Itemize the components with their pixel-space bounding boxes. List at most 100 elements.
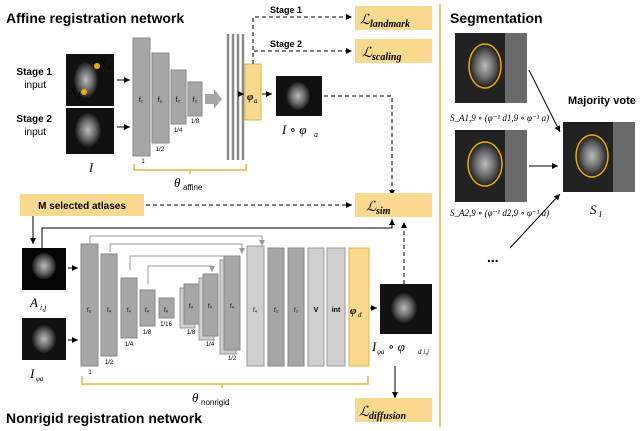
phi-a-sub: a — [254, 97, 258, 105]
nr-enc-layer-2 — [100, 253, 118, 357]
nonrigid-title: Nonrigid registration network — [6, 410, 202, 426]
nonrigid-input-label: I — [29, 366, 35, 381]
nr-enc-label-4: f₄ — [145, 308, 150, 314]
loss-diffusion-symbol: ℒ — [359, 405, 370, 420]
nr-enc-layer-4 — [139, 289, 156, 327]
atlas-seg-caption-1: S_A1,9 ∘ (φ⁻¹ d1,9 ∘ φ⁻¹ a) — [450, 113, 549, 123]
nr-scale-6: 1/8 — [187, 330, 196, 336]
nr-dec-label-v: V — [314, 307, 319, 314]
atlas-box — [20, 194, 144, 216]
nonrigid-output-mid: ∘ φ — [388, 339, 405, 354]
atlas-image-label: A — [29, 295, 38, 310]
nr-dec-label-2: f₄ — [208, 304, 213, 310]
nonrigid-input-image — [22, 318, 66, 360]
nr-dec-label-1: f₄ — [189, 304, 194, 310]
landmark-xr-label: x — [99, 54, 106, 69]
stage1-input-label: input — [24, 80, 46, 91]
phi-a-label: φ — [247, 91, 254, 103]
affine-scale-3: 1/4 — [174, 128, 183, 134]
nonrigid-decoder: f₄ f₄ f₄ f₄ f₃ f₃ V int 1/8 1/4 1/2 — [179, 245, 346, 367]
nonrigid-output-sub2: d i,j — [418, 348, 429, 356]
affine-layer-3 — [170, 69, 187, 125]
landmark-xr-sub: r — [108, 63, 112, 72]
loss-diffusion-box: ℒ diffusion — [355, 398, 432, 422]
segmentation-title: Segmentation — [450, 10, 543, 26]
stage1-label: Stage 1 — [16, 67, 52, 78]
nr-enc-layer-3 — [120, 277, 138, 339]
nr-enc-label-2: f₄ — [107, 308, 112, 314]
loss-sim-label: sim — [375, 206, 391, 217]
theta-affine-symbol: θ — [174, 175, 181, 190]
affine-layer-2-label: f₂ — [158, 97, 163, 104]
affine-bracket — [133, 164, 247, 171]
theta-affine-sub: affine — [183, 183, 203, 192]
nonrigid-input-sub: φa — [36, 375, 44, 383]
nr-enc-layer-5 — [158, 297, 175, 319]
stage2-label: Stage 2 — [16, 114, 52, 125]
affine-layer-4 — [187, 81, 203, 117]
phi-d-box — [348, 247, 370, 367]
nonrigid-output-sub1: φa — [377, 348, 385, 356]
majority-vote-label: Majority vote — [568, 95, 636, 107]
affine-layer-4-label: f₂ — [193, 97, 198, 104]
nr-scale-7: 1/4 — [206, 342, 215, 348]
nr-dec-label-int: int — [332, 307, 341, 314]
nr-dec-layer-5 — [267, 247, 285, 367]
atlas-image-sub: i,j — [40, 303, 47, 312]
nr-enc-layer-1 — [80, 243, 99, 367]
nr-dec-label-4: f₄ — [253, 308, 258, 314]
affine-layer-2 — [151, 52, 170, 144]
loss-diffusion-label: diffusion — [369, 411, 406, 422]
nr-enc-label-1: f₃ — [87, 308, 92, 314]
loss-sim-symbol: ℒ — [366, 200, 377, 215]
phi-d-label: φ — [350, 305, 357, 317]
nr-enc-label-3: f₄ — [127, 308, 132, 314]
result-sub: I — [598, 210, 602, 219]
affine-layer-1-label: f₁ — [139, 97, 144, 104]
nonrigid-bracket — [81, 376, 369, 385]
atlas-to-sim-arrow — [41, 219, 395, 248]
nonrigid-output-image — [380, 284, 432, 334]
loss-landmark-symbol: ℒ — [360, 13, 371, 28]
nr-dec-layer-int — [326, 247, 346, 367]
nr-dec-layer-4 — [246, 245, 265, 367]
nr-scale-8: 1/2 — [228, 356, 237, 362]
nr-scale-4: 1/8 — [143, 330, 152, 336]
stage1-arrow-label: Stage 1 — [270, 5, 302, 15]
result-seg-image — [563, 122, 635, 192]
atlas-image — [22, 248, 66, 290]
nonrigid-encoder: f₃ f₄ f₄ f₄ f₄ 1 1/2 1/4 1/8 1/16 — [80, 243, 175, 376]
affine-scale-1: 1 — [141, 159, 145, 165]
result-label: S — [590, 202, 597, 217]
stage2-arrow-label: Stage 2 — [270, 39, 302, 49]
nr-scale-5: 1/16 — [160, 322, 172, 328]
affine-layer-1 — [132, 37, 151, 157]
nr-scale-1: 1 — [88, 370, 92, 376]
affine-output-label: I ∘ φ — [281, 122, 306, 137]
stage1-input-image — [66, 54, 114, 106]
nr-scale-2: 1/2 — [105, 360, 114, 366]
loss-landmark-box: ℒ landmark — [355, 6, 432, 30]
loss-scaling-symbol: ℒ — [362, 46, 373, 61]
atlas-box-label: M selected atlases — [38, 201, 126, 212]
landmark-xl-label: x — [69, 82, 76, 97]
nr-dec-layer-v — [307, 247, 325, 367]
theta-nonrigid-sub: nonrigid — [201, 398, 229, 407]
atlas-seg-image-1 — [455, 33, 527, 103]
loss-landmark-label: landmark — [370, 19, 410, 30]
phi-d-sub: d — [358, 311, 362, 319]
affine-scale-4: 1/8 — [191, 119, 200, 125]
affine-encoder: f₁ f₂ f₂ f₂ 1 1/2 1/4 1/8 — [132, 37, 203, 165]
nr-dec-label-6: f₃ — [294, 308, 299, 314]
nr-dec-layer-6 — [287, 247, 305, 367]
ellipsis: ... — [487, 249, 499, 265]
nonrigid-output-label: I — [371, 339, 377, 354]
affine-title: Affine registration network — [6, 10, 184, 26]
affine-output-sub: a — [314, 130, 318, 139]
dense-layers — [226, 34, 245, 160]
theta-nonrigid-symbol: θ — [192, 390, 199, 405]
nr-dec-label-3: f₄ — [230, 304, 235, 310]
loss-scaling-box: ℒ scaling — [355, 39, 432, 63]
input-image-label: I — [88, 160, 94, 175]
